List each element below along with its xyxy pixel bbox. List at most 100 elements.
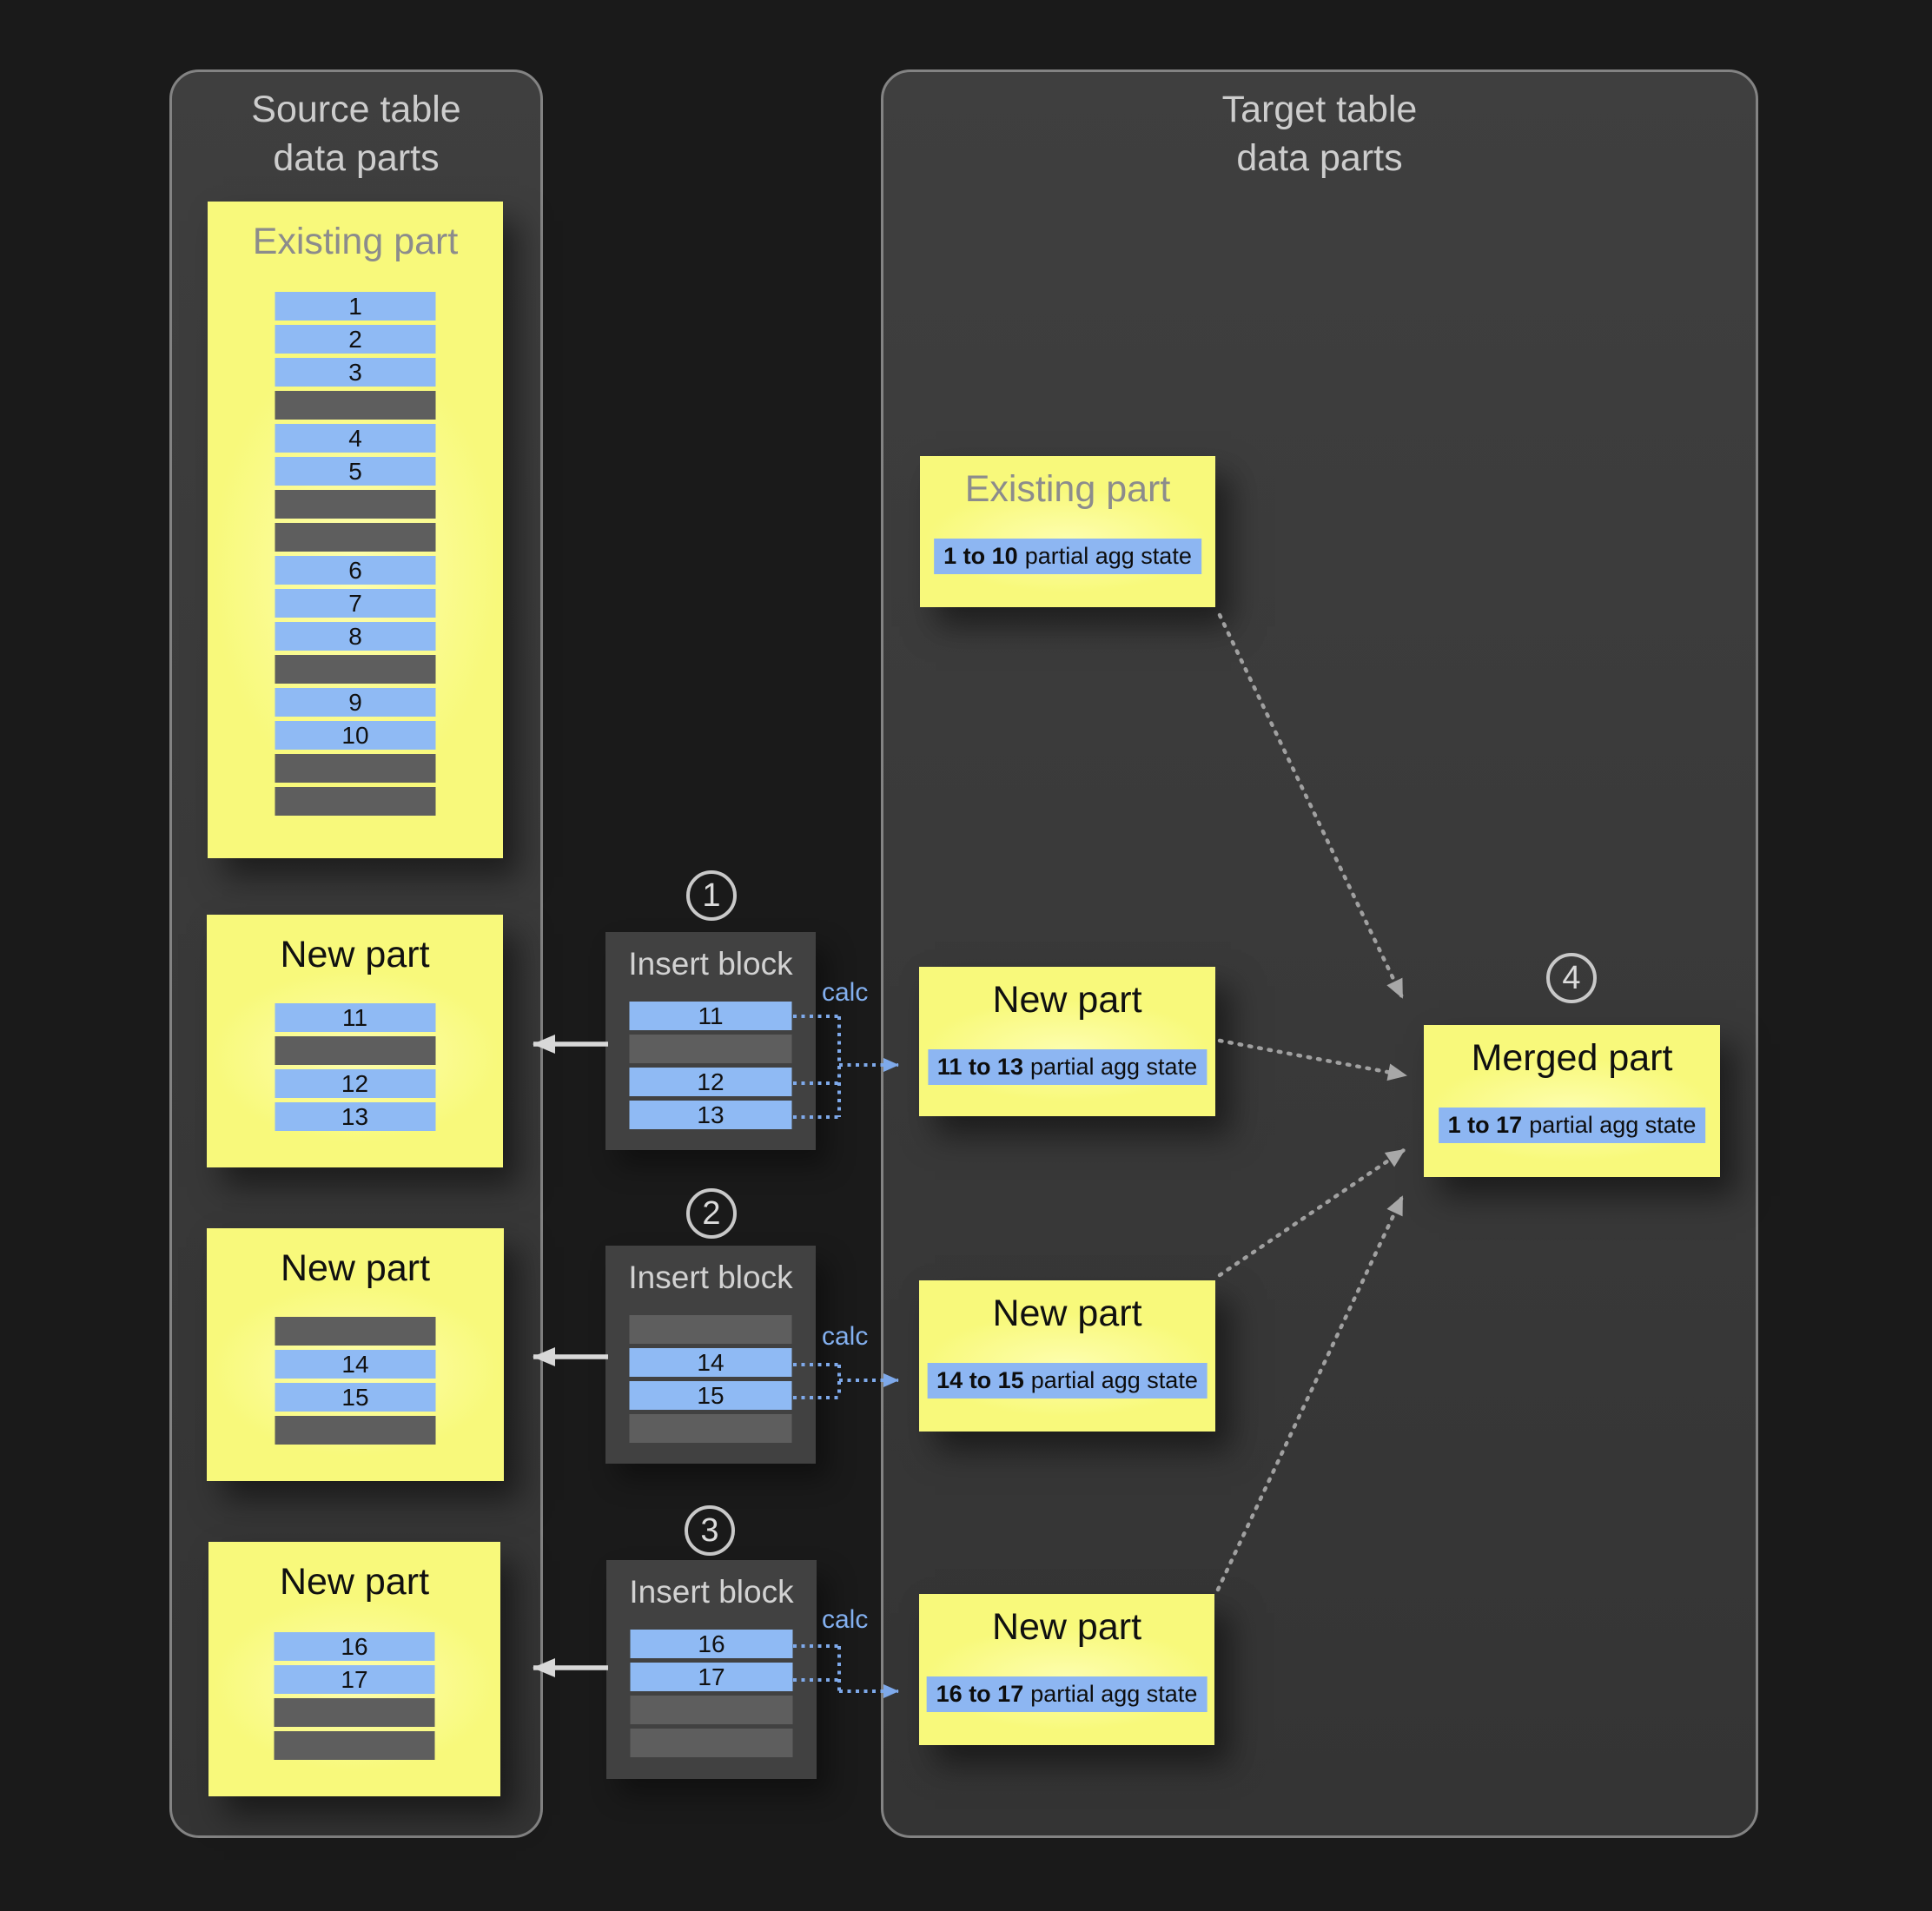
step-3-badge: 3 — [685, 1505, 735, 1556]
calc-label-1: calc — [822, 978, 869, 1007]
data-row: 13 — [275, 1102, 435, 1131]
data-row: 14 — [629, 1348, 792, 1377]
data-row: 16 — [630, 1630, 793, 1658]
empty-row — [630, 1729, 793, 1757]
calc-label-2: calc — [822, 1322, 869, 1351]
agg-range: 14 to 15 — [936, 1367, 1024, 1393]
data-row: 16 — [274, 1632, 435, 1661]
empty-row — [630, 1696, 793, 1724]
target-panel-title-line2: data parts — [1236, 136, 1403, 179]
agg-range: 1 to 10 — [943, 543, 1018, 569]
empty-row — [274, 1731, 435, 1760]
target-panel-title: Target table data parts — [883, 86, 1756, 183]
source-new-part-1-rows: 11 12 13 — [275, 1003, 435, 1131]
data-row: 1 — [275, 292, 436, 321]
empty-row — [275, 523, 436, 552]
agg-range: 1 to 17 — [1447, 1112, 1523, 1138]
insert-block-1-rows: 11 12 13 — [629, 1002, 792, 1129]
step-4-badge: 4 — [1546, 953, 1597, 1003]
data-row: 12 — [629, 1068, 792, 1096]
insert-block-1: Insert block 11 12 13 — [605, 932, 816, 1150]
source-new-part-1: New part 11 12 13 — [207, 915, 503, 1167]
insert-block-2-title: Insert block — [628, 1260, 793, 1295]
insert-block-3-title: Insert block — [629, 1574, 794, 1610]
merged-part-title: Merged part — [1471, 1037, 1673, 1079]
empty-row — [275, 655, 436, 684]
agg-text: partial agg state — [1030, 1367, 1198, 1393]
data-row: 11 — [629, 1002, 792, 1030]
target-panel-title-line1: Target table — [1221, 89, 1418, 130]
empty-row — [629, 1414, 792, 1443]
target-new-part-1-title: New part — [992, 979, 1142, 1021]
step-1-badge: 1 — [686, 870, 737, 921]
data-row: 7 — [275, 589, 436, 618]
empty-row — [274, 1698, 435, 1727]
agg-text: partial agg state — [1030, 1681, 1198, 1707]
agg-text: partial agg state — [1024, 543, 1192, 569]
source-new-part-1-title: New part — [280, 934, 430, 975]
empty-row — [275, 754, 436, 783]
agg-range: 11 to 13 — [936, 1054, 1023, 1080]
data-row: 15 — [275, 1383, 436, 1412]
data-row: 11 — [275, 1003, 435, 1032]
target-new-part-2-title: New part — [992, 1293, 1142, 1334]
data-row: 3 — [275, 358, 436, 387]
step-3-number: 3 — [700, 1511, 719, 1549]
data-row: 17 — [630, 1663, 793, 1691]
source-panel-title-line1: Source table — [251, 89, 461, 130]
agg-range: 16 to 17 — [936, 1681, 1024, 1707]
insert-block-1-title: Insert block — [628, 946, 793, 982]
data-row: 12 — [275, 1069, 435, 1098]
data-row: 15 — [629, 1381, 792, 1410]
step-1-number: 1 — [702, 876, 721, 914]
agg-text: partial agg state — [1529, 1112, 1697, 1138]
data-row: 8 — [275, 622, 436, 651]
empty-row — [275, 1416, 436, 1445]
source-panel-title-line2: data parts — [273, 136, 440, 179]
data-row: 9 — [275, 688, 436, 717]
empty-row — [275, 1036, 435, 1065]
data-row: 4 — [275, 424, 436, 453]
step-2-badge: 2 — [686, 1188, 737, 1239]
empty-row — [275, 787, 436, 816]
step-4-number: 4 — [1562, 959, 1581, 996]
data-row: 14 — [275, 1350, 436, 1379]
empty-row — [629, 1035, 792, 1063]
data-row: 10 — [275, 721, 436, 750]
source-new-part-3-title: New part — [279, 1561, 430, 1603]
source-existing-part-title: Existing part — [252, 221, 459, 262]
target-existing-part-title: Existing part — [964, 468, 1171, 510]
data-row: 6 — [275, 556, 436, 585]
target-new-part-3-title: New part — [991, 1606, 1142, 1648]
empty-row — [275, 490, 436, 519]
empty-row — [629, 1315, 792, 1344]
data-row: 13 — [629, 1101, 792, 1129]
data-row: 2 — [275, 325, 436, 354]
empty-row — [275, 1317, 436, 1346]
source-panel-title: Source table data parts — [172, 86, 540, 183]
source-new-part-2-title: New part — [280, 1247, 431, 1289]
target-table-panel: Target table data parts — [881, 69, 1758, 1838]
data-row: 17 — [274, 1665, 435, 1694]
agg-text: partial agg state — [1029, 1054, 1198, 1080]
